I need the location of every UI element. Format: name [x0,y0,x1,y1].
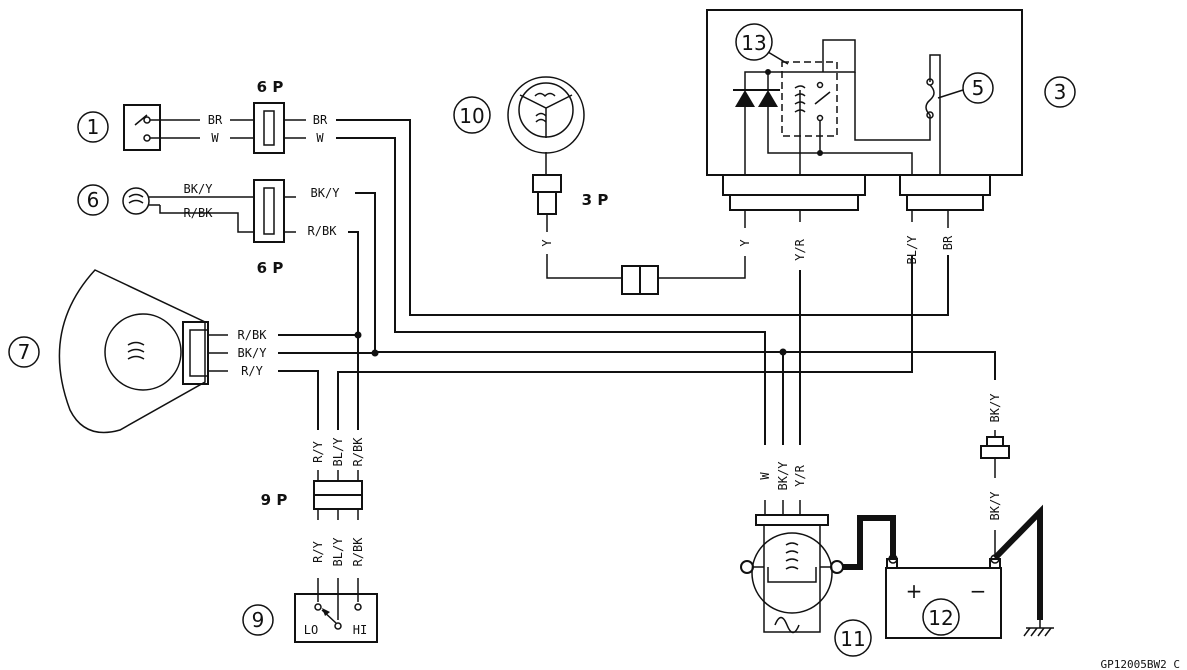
wire-label-ry-9p-top: R/Y [311,440,325,462]
wire-label-rbk-left: R/BK [184,206,214,220]
svg-text:6 P: 6 P [257,259,284,277]
wire-label-bky-left: BK/Y [184,182,214,196]
wire-br [336,119,949,316]
wire-ry [278,370,319,430]
wire-label-yr-regulator: Y/R [793,238,807,260]
wire-bky [355,192,996,380]
wire-label-bky-fuse-bottom: BK/Y [988,491,1002,521]
wire-label-bly-9p-top: BL/Y [331,437,345,467]
wire-label-rbk-9p-top: R/BK [351,437,365,467]
wire-label-y-alternator: Y [540,239,554,247]
connector-6p-top: 6 P [253,78,285,154]
callout-3: 3 [1044,76,1076,108]
switch-component-1 [123,104,200,151]
callout-6: 6 [77,184,109,216]
svg-text:LO: LO [304,623,318,637]
svg-text:12: 12 [928,606,953,630]
wire-label-ry-9p-bottom: R/Y [311,540,325,562]
wire-label-rbk-right: R/BK [308,224,338,238]
wire-label-bky-headlight: BK/Y [238,346,268,360]
wire-label-w-relay: W [758,472,772,480]
svg-text:−: − [970,579,987,603]
wire-label-ry-headlight: R/Y [241,364,263,378]
battery-12: + − [885,554,1002,639]
indicator-bulb-6 [122,187,232,215]
wire-label-br-right: BR [313,113,328,127]
wire-label-bly-9p-bottom: BL/Y [331,537,345,567]
svg-text:5: 5 [972,76,985,100]
fuse-holder [980,436,1010,459]
svg-text:1: 1 [87,115,100,139]
svg-text:10: 10 [459,104,484,128]
svg-text:11: 11 [840,627,865,651]
callout-12: 12 [922,598,960,636]
wire-w [336,137,766,445]
wire-label-yr-relay: Y/R [793,464,807,486]
wire-label-w-left: W [211,131,219,145]
svg-text:3 P: 3 P [582,191,609,209]
wire-label-rbk-headlight: R/BK [238,328,268,342]
wire-label-w-right: W [316,131,324,145]
svg-text:+: + [906,579,923,603]
callout-1: 1 [77,111,109,143]
figure-reference-code: GP12005BW2 C [1101,658,1180,670]
callout-10: 10 [453,96,491,134]
svg-text:13: 13 [741,31,766,55]
callout-11: 11 [834,619,872,657]
wire-label-bky-right: BK/Y [311,186,341,200]
wire-label-rbk-9p-bottom: R/BK [351,537,365,567]
wire-label-y-regulator: Y [738,239,752,247]
wire-label-br-left: BR [208,113,223,127]
ground-icon [1023,620,1054,637]
svg-text:3: 3 [1054,80,1067,104]
connector-9p: 9 P [261,480,363,510]
callout-9: 9 [242,604,274,636]
svg-text:6 P: 6 P [257,78,284,96]
svg-text:HI: HI [353,623,367,637]
callout-7: 7 [8,336,40,368]
wire-bly [337,255,913,430]
connector-6p-bottom: 6 P [253,179,285,277]
dimmer-switch-9: LO HI [294,593,378,643]
wire-label-br-regulator: BR [941,235,955,250]
wire-label-bly-regulator: BL/Y [905,235,919,265]
starter-relay-11 [740,514,844,634]
regulator-rectifier-3 [706,9,1023,211]
wire-rbk [348,231,359,430]
wire-label-bky-relay: BK/Y [776,461,790,491]
svg-text:9: 9 [252,608,265,632]
alternator-10: 3 P [507,76,609,232]
headlight-7 [58,269,209,434]
callout-13: 13 [735,23,789,65]
svg-text:9 P: 9 P [261,491,288,509]
svg-text:6: 6 [87,188,100,212]
callout-5: 5 [937,72,994,104]
svg-text:7: 7 [18,340,31,364]
wire-label-bky-fuse-top: BK/Y [988,393,1002,423]
